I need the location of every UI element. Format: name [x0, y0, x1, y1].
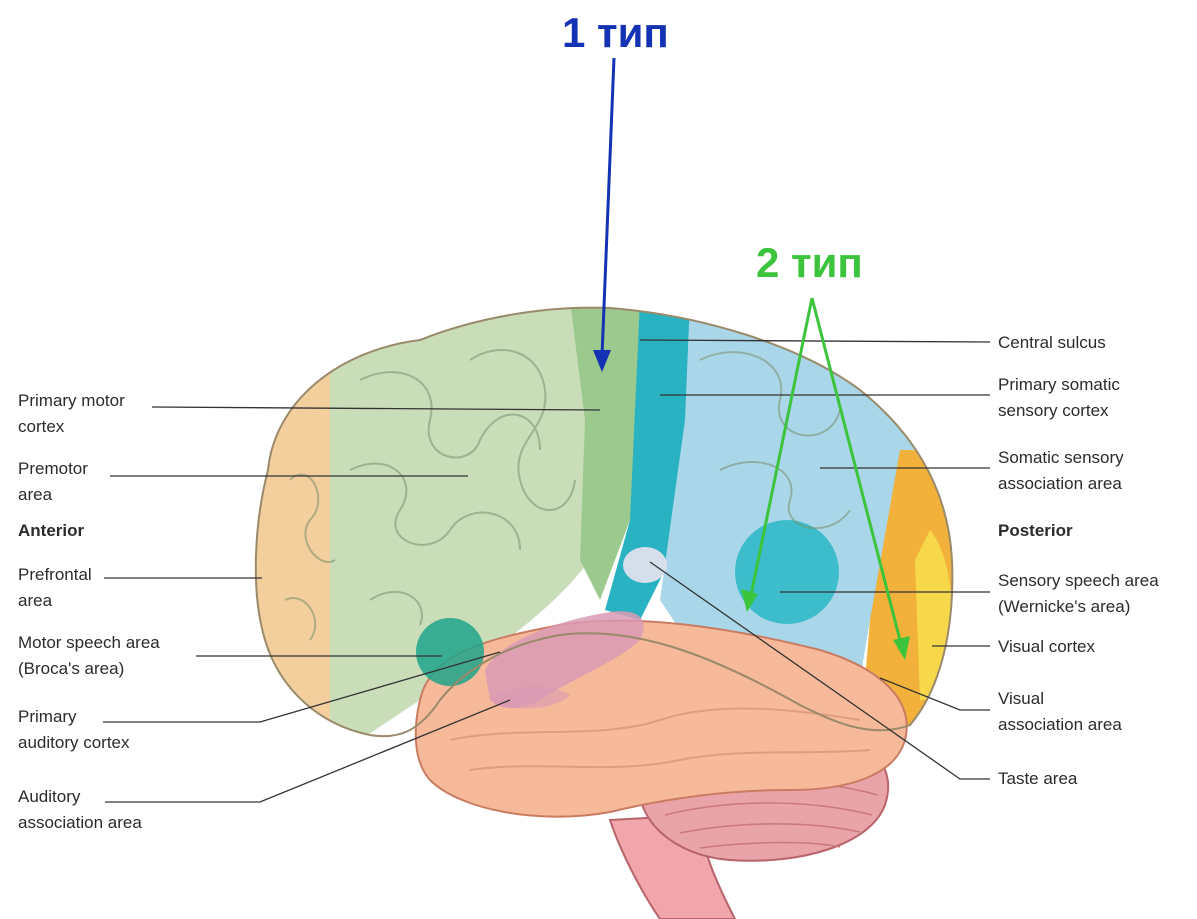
label-sensory-speech-area: Sensory speech area (Wernicke's area) [998, 568, 1159, 620]
label-anterior: Anterior [18, 518, 84, 544]
label-primary-auditory-cortex: Primary auditory cortex [18, 704, 130, 756]
type2-label: 2 тип [756, 240, 863, 286]
label-primary-motor-cortex: Primary motor cortex [18, 388, 125, 440]
label-primary-somatic-sensory-cortex: Primary somatic sensory cortex [998, 372, 1120, 424]
wernicke-area [735, 520, 839, 624]
label-somatic-sensory-association-area: Somatic sensory association area [998, 445, 1124, 497]
label-taste-area: Taste area [998, 766, 1077, 792]
type1-label: 1 тип [562, 10, 669, 56]
label-central-sulcus: Central sulcus [998, 330, 1106, 356]
label-auditory-association-area: Auditory association area [18, 784, 142, 836]
label-posterior: Posterior [998, 518, 1073, 544]
label-visual-cortex: Visual cortex [998, 634, 1095, 660]
broca-area [416, 618, 484, 686]
label-motor-speech-area: Motor speech area (Broca's area) [18, 630, 160, 682]
label-visual-association-area: Visual association area [998, 686, 1122, 738]
label-premotor-area: Premotor area [18, 456, 88, 508]
taste-area [623, 547, 667, 583]
label-prefrontal-area: Prefrontal area [18, 562, 92, 614]
